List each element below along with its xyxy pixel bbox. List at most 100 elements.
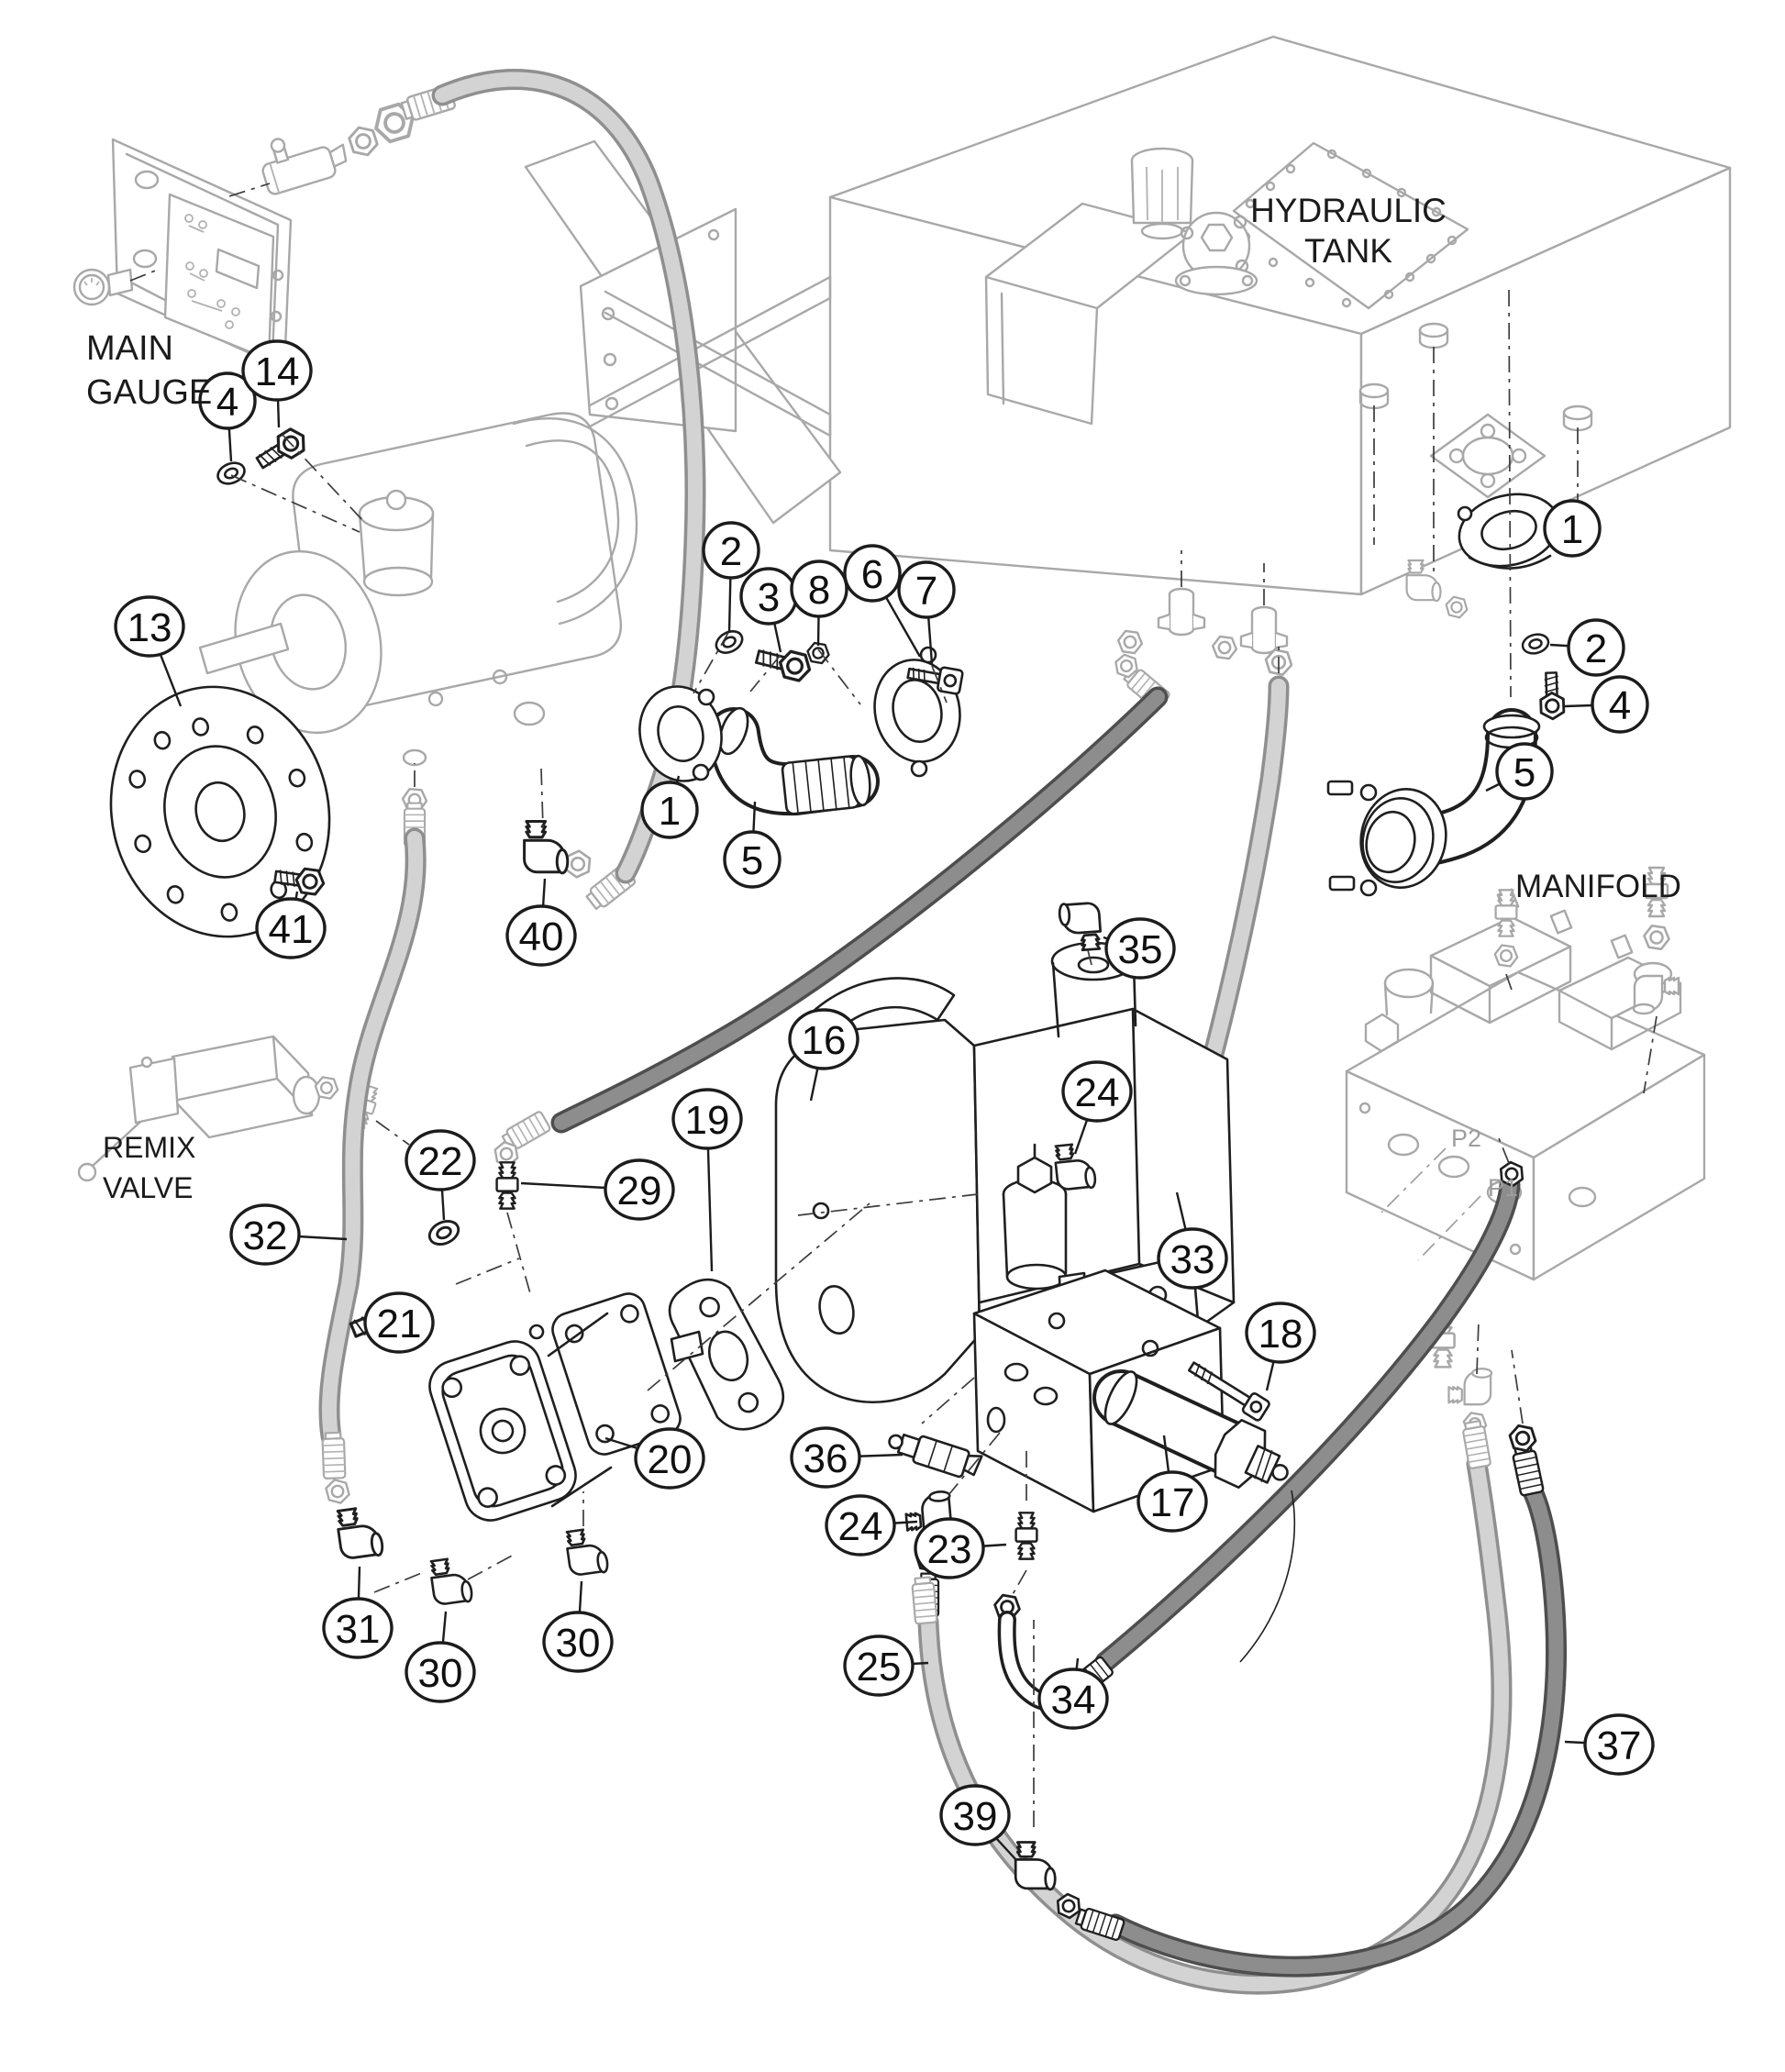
label-hydraulic-tank-1: HYDRAULIC — [1250, 192, 1447, 229]
callout-number: 32 — [243, 1213, 288, 1258]
callout-number: 35 — [1118, 927, 1163, 972]
callout-7: 7 — [897, 560, 956, 665]
callout-5: 5 — [1485, 742, 1554, 801]
callout-number: 1 — [1561, 507, 1583, 552]
callout-33: 33 — [1157, 1191, 1228, 1290]
label-port-p2: P2 — [1451, 1125, 1481, 1152]
callout-17: 17 — [1136, 1435, 1208, 1533]
callout-35: 35 — [1103, 917, 1176, 980]
callout-circle — [640, 781, 699, 839]
callout-circle — [825, 1494, 896, 1557]
callout-21: 21 — [363, 1291, 435, 1354]
callout-circle — [788, 1008, 859, 1070]
callout-circle — [1136, 1470, 1208, 1533]
gasket-drawing — [668, 1278, 785, 1431]
callout-circle — [914, 1517, 985, 1579]
callout-18: 18 — [1245, 1302, 1316, 1391]
callout-39: 39 — [939, 1784, 1017, 1861]
callout-circle — [702, 521, 760, 580]
callout-number: 13 — [128, 605, 172, 650]
callout-24: 24 — [1061, 1060, 1133, 1155]
callout-14: 14 — [241, 339, 313, 428]
label-remix-valve-1: REMIX — [103, 1131, 195, 1164]
callout-circle — [363, 1291, 435, 1354]
callout-number: 24 — [838, 1504, 883, 1549]
callout-number: 39 — [953, 1794, 998, 1839]
callout-23: 23 — [914, 1517, 1007, 1579]
callout-circle — [405, 1129, 476, 1191]
callout-number: 22 — [418, 1139, 463, 1184]
callout-circle — [198, 371, 257, 430]
callout-number: 30 — [418, 1651, 463, 1696]
callout-circle — [790, 1426, 861, 1489]
callout-16: 16 — [788, 1008, 859, 1102]
pressure-fitting-36 — [888, 1433, 983, 1479]
callout-circle — [1061, 1060, 1133, 1123]
callout-circle — [1037, 1668, 1109, 1730]
callout-number: 40 — [519, 914, 564, 959]
callout-number: 17 — [1150, 1480, 1195, 1525]
callout-number: 34 — [1051, 1678, 1096, 1723]
callout-circle — [790, 560, 848, 618]
callout-circle — [1583, 1713, 1655, 1776]
callout-number: 5 — [741, 838, 763, 883]
callout-circle — [255, 897, 327, 959]
gauge-panel-symbols — [184, 214, 240, 329]
callout-number: 37 — [1597, 1723, 1642, 1768]
callout-circle — [843, 544, 902, 603]
callout-number: 3 — [758, 575, 780, 620]
callout-32: 32 — [229, 1203, 348, 1266]
pto-pump-drawing — [198, 412, 638, 767]
callout-circle — [604, 1158, 675, 1221]
callout-37: 37 — [1564, 1713, 1655, 1776]
main-gauge-drawing — [72, 83, 457, 371]
callout-circle — [939, 1784, 1011, 1846]
callout-number: 36 — [804, 1436, 848, 1481]
callout-number: 2 — [720, 529, 742, 574]
callout-2: 2 — [702, 521, 760, 634]
tank-bungs — [1358, 322, 1593, 432]
callout-circle — [1104, 917, 1176, 980]
callout-3: 3 — [739, 567, 798, 653]
callout-number: 25 — [857, 1645, 902, 1690]
callout-circle — [405, 1641, 476, 1703]
callout-34: 34 — [1037, 1657, 1109, 1730]
manifold-drawing — [1345, 888, 1706, 1368]
callout-circle — [634, 1427, 705, 1490]
callout-number: 5 — [1513, 750, 1536, 795]
callout-number: 4 — [216, 380, 238, 425]
callout-number: 2 — [1585, 626, 1607, 671]
callout-number: 1 — [659, 789, 681, 834]
hydraulic-tank-drawing — [828, 35, 1732, 596]
callout-19: 19 — [671, 1088, 743, 1272]
assembly-lines — [129, 183, 1658, 1827]
callout-number: 19 — [685, 1098, 730, 1143]
callout-circle — [1245, 1302, 1316, 1364]
callout-number: 7 — [915, 569, 937, 614]
callout-circle — [843, 1634, 915, 1697]
label-main-gauge-1: MAIN — [86, 329, 173, 368]
callout-30: 30 — [405, 1611, 476, 1703]
elbow-tube-left — [707, 706, 880, 816]
callout-number: 18 — [1258, 1312, 1303, 1357]
callout-circle — [1567, 618, 1625, 677]
callout-8: 8 — [790, 560, 848, 647]
label-main-gauge-2: GAUGE — [86, 373, 212, 412]
bolt-4-right — [1540, 672, 1564, 719]
callout-4: 4 — [1564, 675, 1649, 734]
callout-circle — [542, 1611, 614, 1673]
callout-number: 29 — [617, 1169, 662, 1213]
callout-number: 30 — [556, 1621, 601, 1666]
remix-valve-drawing — [77, 1035, 382, 1182]
label-hydraulic-tank-2: TANK — [1304, 232, 1392, 270]
callout-circle — [322, 1597, 394, 1659]
callout-number: 20 — [648, 1437, 693, 1482]
clamp-1-left — [638, 685, 723, 782]
callout-number: 33 — [1170, 1237, 1215, 1282]
callout-40: 40 — [505, 878, 577, 967]
callout-number: 23 — [927, 1527, 972, 1572]
text-labels: MAIN GAUGE HYDRAULIC TANK REMIX VALVE MA… — [86, 192, 1681, 1204]
callout-circle — [505, 904, 577, 967]
